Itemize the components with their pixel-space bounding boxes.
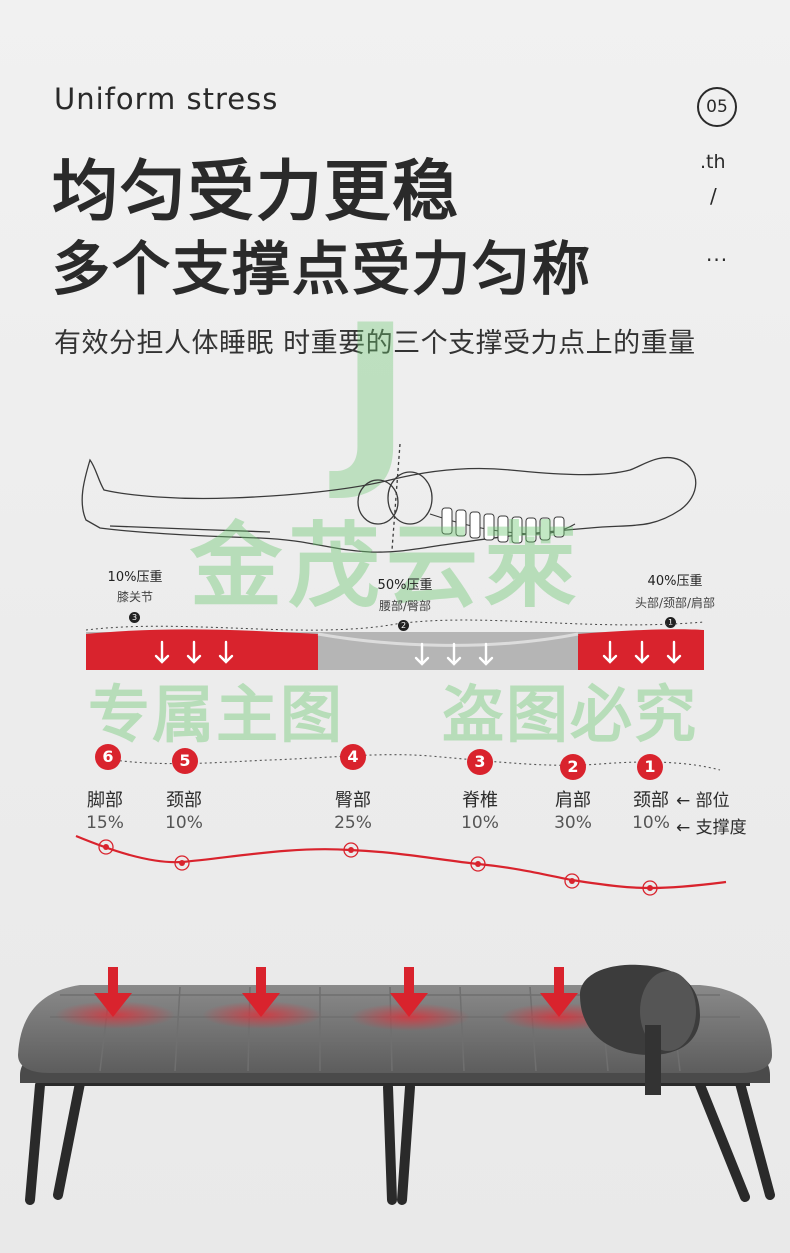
support-curve [75,834,727,896]
pressure-part-waist: 腰部/臀部 [378,599,432,613]
watermark-left: 专属主图 [88,678,345,751]
section-number-badge: 05 [697,87,737,127]
folding-bed-illustration [18,964,775,1205]
section-suffix: .th [700,151,726,173]
support-num-3: 3 [467,749,493,775]
secondary-title: 多个支撑点受力匀称 [52,235,593,303]
support-label-spine: 脊椎 [462,790,498,811]
support-value-neck: 10% [632,813,670,833]
pressure-part-knee: 膝关节 [116,590,153,604]
support-value-shoulder: 30% [554,813,592,833]
main-title: 均匀受力更稳 [52,153,460,230]
mattress-pressure-diagram [86,619,704,670]
body-outline-illustration [81,443,697,553]
support-label-neck-lower: 颈部 [166,790,202,811]
pressure-marker-2: 2 [398,620,409,631]
pressure-marker-3: 3 [129,612,140,623]
support-num-2: 2 [560,754,586,780]
support-value-neck-lower: 10% [165,813,203,833]
pressure-label-waist: 50%压重 [377,578,433,593]
support-num-5: 5 [172,748,198,774]
support-label-neck: 颈部 [633,790,669,811]
support-num-4: 4 [340,744,366,770]
pressure-marker-1: 1 [665,617,676,628]
support-value-feet: 15% [86,813,124,833]
support-label-hip: 臀部 [335,790,371,811]
watermark-right: 盗图必究 [442,678,699,751]
support-value-spine: 10% [461,813,499,833]
english-title: Uniform stress [54,82,279,116]
support-label-shoulder: 肩部 [555,790,591,811]
legend-support: ← 支撑度 [676,818,747,838]
decorative-slash: / [710,184,717,208]
legend-part: ← 部位 [676,791,730,811]
subtitle: 有效分担人体睡眠 时重要的三个支撑受力点上的重量 [54,328,696,359]
support-value-hip: 25% [334,813,372,833]
pressure-label-knee: 10%压重 [107,570,163,585]
support-dotted-line [99,754,721,771]
pressure-part-head: 头部/颈部/肩部 [634,596,716,610]
decorative-ellipsis: ... [706,242,729,266]
support-num-1: 1 [637,754,663,780]
pressure-label-head: 40%压重 [647,574,703,589]
watermark-brand: 金茂云萊 [190,513,583,620]
support-label-feet: 脚部 [87,790,123,811]
support-num-6: 6 [95,744,121,770]
